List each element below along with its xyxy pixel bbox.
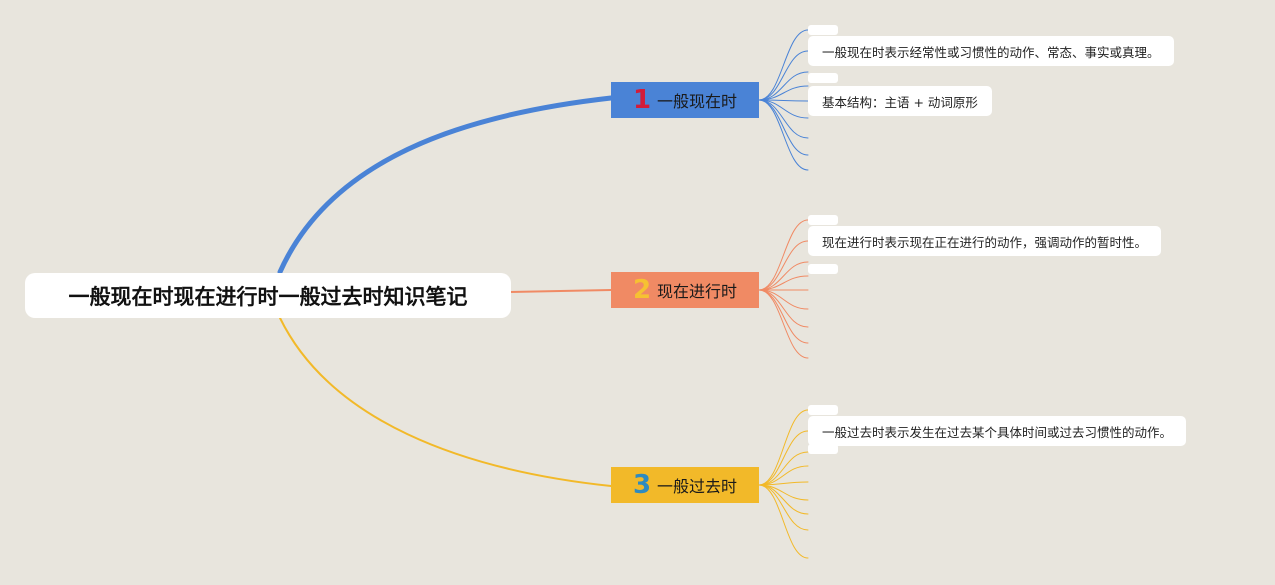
branch-label: 一般现在时 <box>657 92 738 111</box>
collapsed-subtopic[interactable] <box>808 73 838 83</box>
note-present-continuous-definition[interactable]: 现在进行时表示现在正在进行的动作，强调动作的暂时性。 <box>808 226 1162 256</box>
number-3-icon: 3 <box>632 470 652 500</box>
fan-line-branch-2-2 <box>758 240 809 291</box>
collapsed-subtopic[interactable] <box>808 264 838 274</box>
connector-branch-2 <box>509 289 612 293</box>
collapsed-subtopic[interactable] <box>808 25 838 35</box>
fan-line-branch-1-1 <box>758 29 809 101</box>
fan-line-branch-1-9 <box>758 99 809 171</box>
number-2-icon: 2 <box>632 275 652 305</box>
root-topic[interactable]: 一般现在时现在进行时一般过去时知识笔记 <box>25 273 511 318</box>
branch-label: 一般过去时 <box>657 477 738 496</box>
fan-line-branch-1-2 <box>758 50 809 101</box>
branch-topic-simple-past[interactable]: 3 一般过去时 <box>611 467 759 503</box>
fan-line-branch-1-7 <box>758 99 809 139</box>
collapsed-subtopic[interactable] <box>808 405 838 415</box>
branch-label: 现在进行时 <box>657 282 738 301</box>
collapsed-subtopic[interactable] <box>808 215 838 225</box>
connector-branch-1 <box>277 95 614 275</box>
fan-line-branch-2-9 <box>758 289 809 359</box>
fan-line-branch-3-1 <box>758 409 809 486</box>
collapsed-subtopic[interactable] <box>808 444 838 454</box>
connector-branch-3 <box>279 317 612 487</box>
note-simple-present-definition[interactable]: 一般现在时表示经常性或习惯性的动作、常态、事实或真理。 <box>808 36 1174 66</box>
fan-line-branch-2-8 <box>758 289 809 344</box>
fan-line-branch-2-1 <box>758 219 809 291</box>
fan-line-branch-3-8 <box>758 484 809 531</box>
note-simple-past-definition[interactable]: 一般过去时表示发生在过去某个具体时间或过去习惯性的动作。 <box>808 416 1187 446</box>
number-1-icon: 1 <box>632 85 652 115</box>
branch-topic-present-continuous[interactable]: 2 现在进行时 <box>611 272 759 308</box>
fan-line-branch-3-2 <box>758 430 809 486</box>
fan-line-branch-3-9 <box>758 484 809 559</box>
branch-topic-simple-present[interactable]: 1 一般现在时 <box>611 82 759 118</box>
fan-line-branch-1-8 <box>758 99 809 156</box>
note-simple-present-structure[interactable]: 基本结构：主语 + 动词原形 <box>808 86 992 116</box>
